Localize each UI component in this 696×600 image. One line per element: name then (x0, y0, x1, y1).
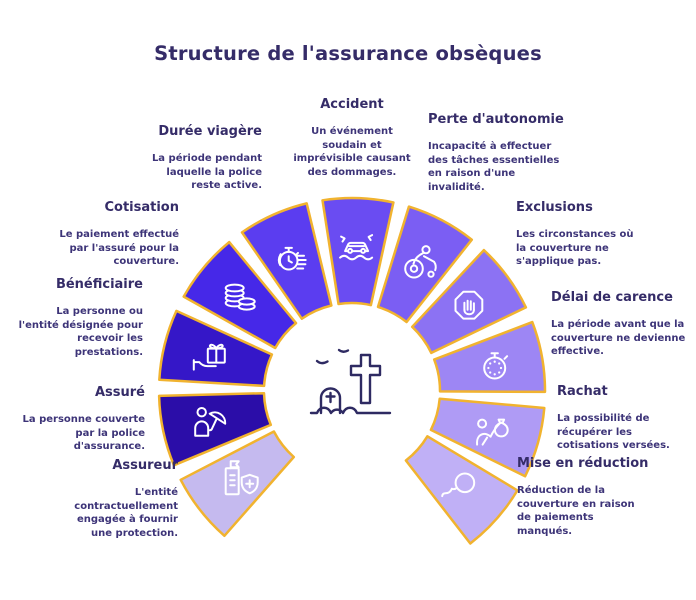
segment-text-duree: Durée viagère La période pendant laquell… (152, 124, 262, 193)
wedge-exclusions (410, 248, 528, 355)
hand-stopwatch-icon (277, 246, 307, 271)
stopwatch-icon (483, 352, 509, 380)
segment-text-assureur: Assureur L'entité contractuellement enga… (74, 458, 178, 540)
wedge-delai (432, 320, 547, 394)
segment-description-beneficiaire: La personne ou l'entité désignée pour re… (18, 306, 143, 358)
stop-hand-icon (454, 290, 484, 320)
hand-gift-icon (192, 343, 226, 371)
deflating-balloon-icon (441, 472, 476, 498)
page-title: Structure de l'assurance obsèques (154, 42, 542, 65)
segment-label-duree: Durée viagère (158, 124, 262, 139)
segment-label-assureur: Assureur (112, 458, 178, 473)
segment-description-assureur: L'entité contractuellement engagée à fou… (74, 487, 178, 539)
coins-icon (224, 283, 256, 311)
car-accident-icon (339, 234, 374, 261)
segment-text-cotisation: Cotisation Le paiement effectué par l'as… (59, 200, 179, 269)
segment-text-rachat: Rachat La possibilité de récupérer les c… (557, 384, 670, 453)
segment-label-beneficiaire: Bénéficiaire (55, 277, 143, 292)
wedge-mise (404, 435, 519, 545)
segment-label-cotisation: Cotisation (104, 200, 179, 215)
segment-text-beneficiaire: Bénéficiaire La personne ou l'entité dés… (19, 277, 143, 359)
segment-description-rachat: La possibilité de récupérer les cotisati… (557, 413, 670, 451)
segment-description-cotisation: Le paiement effectué par l'assuré pour l… (59, 229, 179, 267)
segment-label-exclusions: Exclusions (516, 200, 593, 215)
person-umbrella-icon (194, 407, 227, 437)
segment-description-accident: Un événement soudain et imprévisible cau… (293, 126, 411, 178)
segment-text-mise: Mise en réduction Réduction de la couver… (517, 456, 648, 538)
segment-description-assure: La personne couverte par la police d'ass… (22, 414, 145, 452)
wheelchair-icon (404, 245, 437, 279)
wedge-perte (376, 205, 474, 324)
segment-label-assure: Assuré (94, 385, 145, 400)
money-bag-icon (476, 418, 509, 446)
building-shield-icon (224, 460, 259, 496)
segment-description-delai: La période avant que la couverture ne de… (551, 319, 686, 357)
segment-label-rachat: Rachat (557, 384, 608, 399)
segment-label-perte: Perte d'autonomie (428, 112, 564, 127)
wedge-assureur (179, 430, 296, 538)
segment-text-perte: Perte d'autonomie Incapacité à effectuer… (428, 112, 564, 194)
segment-label-delai: Délai de carence (551, 290, 673, 305)
segment-text-assure: Assuré La personne couverte par la polic… (22, 385, 145, 454)
segment-text-delai: Délai de carence La période avant que la… (551, 290, 685, 359)
segment-description-exclusions: Les circonstances où la couverture ne s'… (516, 229, 634, 267)
segment-text-accident: Accident Un événement soudain et imprévi… (293, 97, 410, 179)
cemetery-icon (309, 348, 392, 415)
segment-label-accident: Accident (320, 97, 384, 112)
segment-description-duree: La période pendant laquelle la police re… (151, 153, 262, 191)
segment-description-mise: Réduction de la couverture en raison de … (517, 485, 635, 537)
segment-label-mise: Mise en réduction (517, 456, 649, 471)
segment-description-perte: Incapacité à effectuer des tâches essent… (428, 141, 560, 193)
wedge-assure (157, 391, 273, 467)
segment-text-exclusions: Exclusions Les circonstances où la couve… (516, 200, 634, 269)
